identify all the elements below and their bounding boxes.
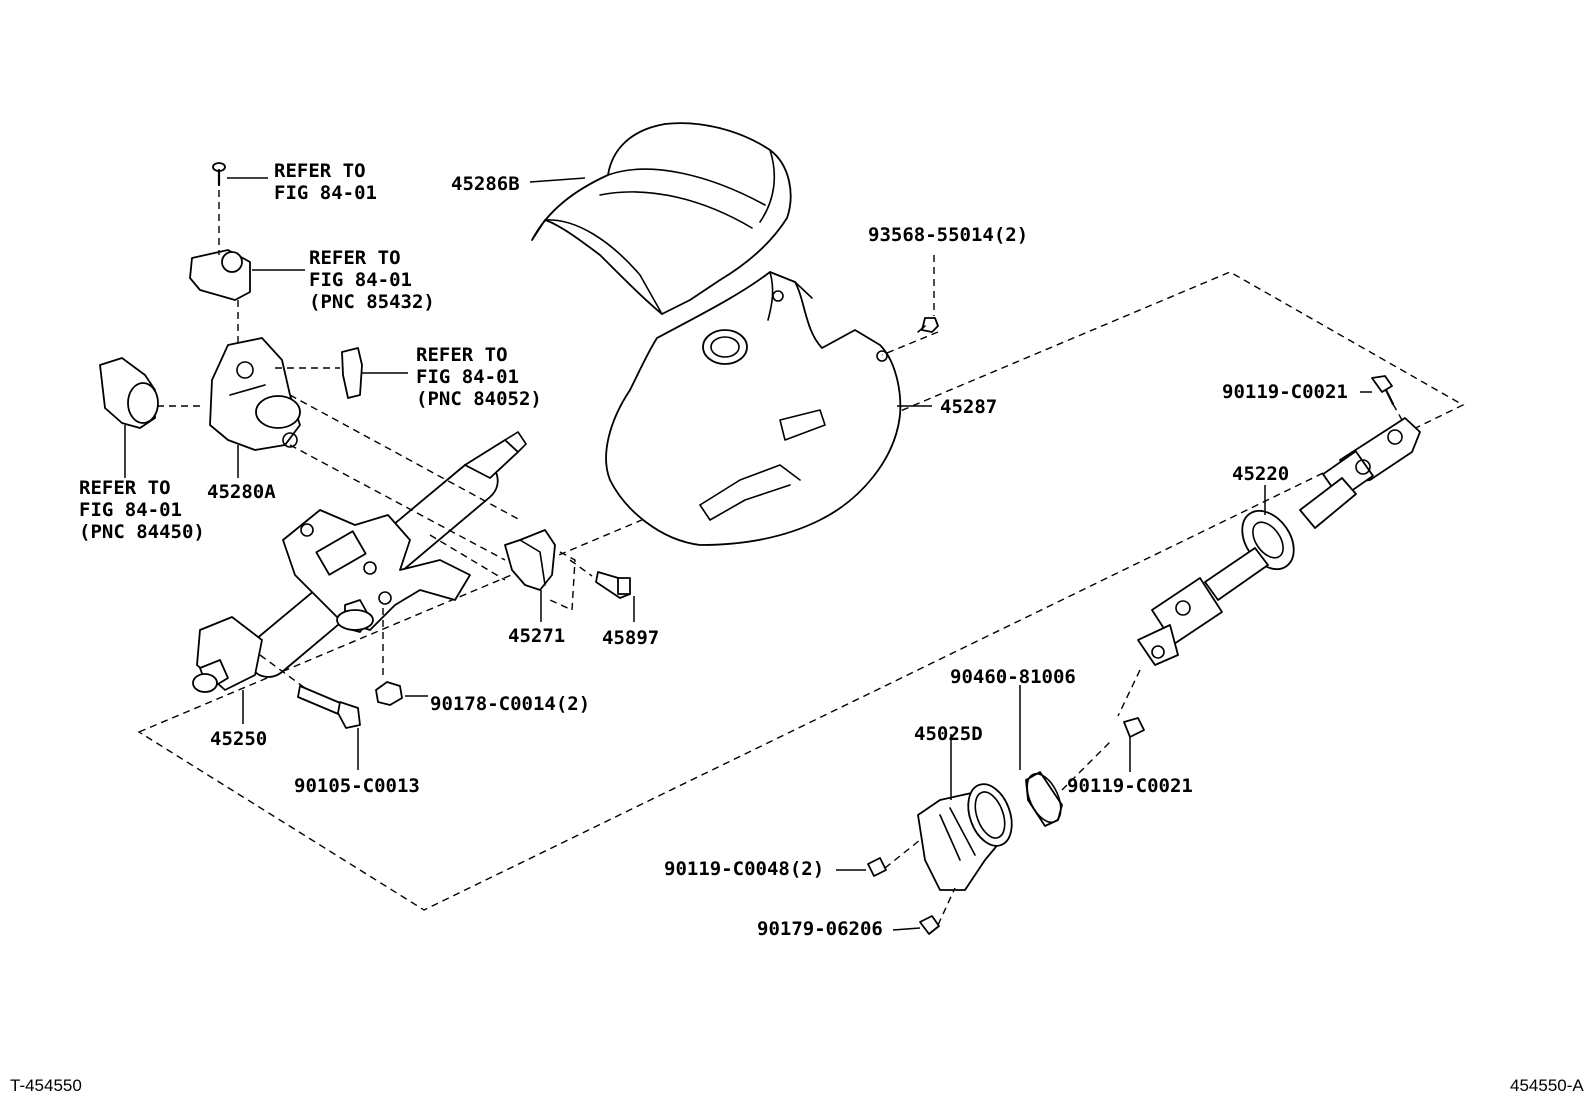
bolt-90105 — [297, 685, 361, 729]
refer-2-line1: REFER TO — [309, 247, 401, 269]
bolt-45897 — [595, 571, 631, 599]
label-90119-bot: 90119-C0021 — [1067, 775, 1193, 797]
intermediate-shaft — [1117, 417, 1421, 717]
label-45271: 45271 — [508, 625, 565, 647]
lock-housing — [209, 337, 301, 451]
hole-cover-boot — [884, 741, 1111, 926]
assembly-boundary — [137, 271, 1465, 911]
label-90460: 90460-81006 — [950, 666, 1076, 688]
bolt-90119-top — [1371, 375, 1403, 421]
refer-1-line1: REFER TO — [274, 160, 366, 182]
screw-93568 — [881, 255, 939, 356]
refer-block-4: REFER TO FIG 84-01 (PNC 84450) — [79, 477, 205, 543]
leader-lines — [124, 177, 1372, 931]
guide-2 — [289, 444, 506, 561]
label-45220: 45220 — [1232, 463, 1289, 485]
switch-top — [189, 249, 251, 345]
label-90119-top: 90119-C0021 — [1222, 381, 1348, 403]
nut-90179 — [919, 915, 940, 935]
refer-block-1: REFER TO FIG 84-01 — [274, 160, 377, 204]
label-45897: 45897 — [602, 627, 659, 649]
nut-90178 — [375, 681, 403, 706]
refer-3-line2: FIG 84-01 — [416, 366, 519, 388]
upper-column-cover — [531, 122, 792, 315]
bolt-90119-bottom — [1123, 717, 1145, 738]
label-45280a: 45280A — [207, 481, 276, 503]
refer-block-2: REFER TO FIG 84-01 (PNC 85432) — [309, 247, 435, 313]
refer-4-line1: REFER TO — [79, 477, 171, 499]
label-90119-c0048: 90119-C0048(2) — [664, 858, 824, 880]
label-90178: 90178-C0014(2) — [430, 693, 590, 715]
ignition-cylinder — [99, 357, 205, 429]
label-93568: 93568-55014(2) — [868, 224, 1028, 246]
bolt-90119-c0048 — [867, 857, 887, 877]
guide-1 — [289, 394, 521, 521]
refer-3-line3: (PNC 84052) — [416, 388, 542, 410]
refer-4-line3: (PNC 84450) — [79, 521, 205, 543]
label-45286b: 45286B — [451, 173, 520, 195]
refer-3-line1: REFER TO — [416, 344, 508, 366]
refer-2-line2: FIG 84-01 — [309, 269, 412, 291]
tiny-screw — [212, 162, 226, 255]
label-45250: 45250 — [210, 728, 267, 750]
label-45287: 45287 — [940, 396, 997, 418]
footer-left-code: T-454550 — [10, 1076, 82, 1095]
guide-4 — [259, 654, 306, 689]
footer-right-code: 454550-A — [1510, 1076, 1584, 1095]
sensor-right — [275, 347, 363, 399]
lower-column-cover — [605, 271, 902, 546]
label-90105: 90105-C0013 — [294, 775, 420, 797]
refer-block-3: REFER TO FIG 84-01 (PNC 84052) — [416, 344, 542, 410]
refer-2-line3: (PNC 85432) — [309, 291, 435, 313]
bracket-45271 — [504, 529, 576, 612]
guide-6 — [429, 534, 506, 581]
refer-4-line2: FIG 84-01 — [79, 499, 182, 521]
guide-3 — [569, 559, 593, 577]
refer-1-line2: FIG 84-01 — [274, 182, 377, 204]
steering-column-assembly — [192, 431, 527, 693]
label-90179: 90179-06206 — [757, 918, 883, 940]
label-45025d: 45025D — [914, 723, 983, 745]
